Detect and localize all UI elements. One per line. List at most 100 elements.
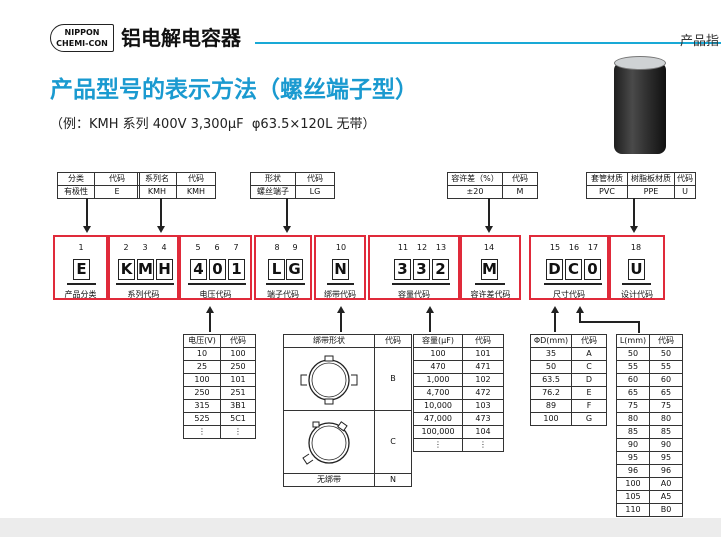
code-char: M bbox=[137, 259, 154, 280]
position-number: 1 bbox=[78, 243, 84, 252]
category-value: 有极性 bbox=[57, 185, 95, 199]
code-char: 3 bbox=[394, 259, 411, 280]
page-title: 产品型号的表示方法（螺丝端子型） bbox=[50, 77, 418, 103]
table-cell: 47,000 bbox=[413, 412, 463, 426]
table-cell: N bbox=[374, 473, 412, 487]
code-box-terminal: 8 9 L G 端子代码 bbox=[254, 235, 312, 300]
code-box-size: 15 16 17 D C 0 尺寸代码 bbox=[529, 235, 609, 300]
series-code-header: 代码 bbox=[176, 172, 216, 186]
table-cell: 1,000 bbox=[413, 373, 463, 387]
example-text: （例：KMH 系列 400V 3,300μF φ63.5×120L 无带） bbox=[50, 117, 376, 132]
table-cell: C bbox=[571, 360, 607, 374]
series-value: KMH bbox=[137, 185, 177, 199]
position-number: 12 bbox=[416, 243, 428, 252]
code-char: M bbox=[481, 259, 498, 280]
table-header-cell: 绑带形状 bbox=[283, 334, 375, 348]
table-cell: B bbox=[374, 347, 412, 411]
code-char: 0 bbox=[584, 259, 601, 280]
table-cell: 55 bbox=[616, 360, 650, 374]
table-header-cell: 代码 bbox=[220, 334, 256, 348]
code-box-label: 系列代码 bbox=[127, 290, 160, 299]
arrow-down-icon bbox=[157, 226, 165, 233]
arrow-line bbox=[286, 198, 288, 226]
arrow-up-icon bbox=[576, 306, 584, 313]
arrow-line bbox=[209, 312, 211, 332]
arrow-line bbox=[429, 312, 431, 332]
code-char: 2 bbox=[432, 259, 449, 280]
code-char: D bbox=[546, 259, 563, 280]
arrow-line bbox=[160, 198, 162, 226]
table-cell: 76.2 bbox=[530, 386, 572, 400]
table-header-cell: ΦD(mm) bbox=[530, 334, 572, 348]
table-cell: 10,000 bbox=[413, 399, 463, 413]
table-cell: 101 bbox=[220, 373, 256, 387]
arrow-line bbox=[633, 198, 635, 226]
code-char: C bbox=[565, 259, 582, 280]
table-cell: 75 bbox=[616, 399, 650, 413]
position-number: 7 bbox=[233, 243, 239, 252]
code-box-tolerance: 14 M 容许差代码 bbox=[460, 235, 521, 300]
position-number: 10 bbox=[335, 243, 347, 252]
table-cell: 100,000 bbox=[413, 425, 463, 439]
shape-header: 形状 bbox=[250, 172, 296, 186]
code-char: 1 bbox=[228, 259, 245, 280]
category-code: E bbox=[94, 185, 140, 199]
arrow-down-icon bbox=[630, 226, 638, 233]
table-cell: 85 bbox=[649, 425, 683, 439]
table-row: C bbox=[283, 410, 412, 474]
code-underline bbox=[392, 283, 450, 285]
table-cell: 无绑带 bbox=[283, 473, 375, 487]
tolerance-header: 容许差（%） bbox=[447, 172, 503, 186]
position-number: 15 bbox=[549, 243, 561, 252]
table-cell: ⋮ bbox=[220, 425, 256, 439]
code-underline bbox=[544, 283, 602, 285]
code-underline bbox=[475, 283, 505, 285]
table-cell: 35 bbox=[530, 347, 572, 361]
table-cell: 4,700 bbox=[413, 386, 463, 400]
table-cell: 65 bbox=[649, 386, 683, 400]
table-cell: 315 bbox=[183, 399, 221, 413]
table-cell: 250 bbox=[183, 386, 221, 400]
capacitor-top-image bbox=[614, 56, 666, 70]
table-cell: 104 bbox=[462, 425, 504, 439]
table-cell: 50 bbox=[649, 347, 683, 361]
code-box-capacity: 11 12 13 3 3 2 容量代码 bbox=[368, 235, 460, 300]
series-header: 系列名 bbox=[137, 172, 177, 186]
band-clamp-b-icon bbox=[300, 355, 358, 405]
position-number: 3 bbox=[142, 243, 148, 252]
table-header-cell: 容量(μF) bbox=[413, 334, 463, 348]
table-cell: 60 bbox=[616, 373, 650, 387]
code-underline bbox=[622, 283, 651, 285]
code-char: 4 bbox=[190, 259, 207, 280]
arrow-down-icon bbox=[485, 226, 493, 233]
category-header: 分类 bbox=[57, 172, 95, 186]
table-cell: 63.5 bbox=[530, 373, 572, 387]
header-rule bbox=[255, 42, 721, 44]
table-cell: 85 bbox=[616, 425, 650, 439]
position-number: 18 bbox=[630, 243, 642, 252]
shape-value: 螺丝端子 bbox=[250, 185, 296, 199]
table-cell: 103 bbox=[462, 399, 504, 413]
table-row: ⋮⋮ bbox=[413, 438, 504, 452]
table-cell: D bbox=[571, 373, 607, 387]
series-code: KMH bbox=[176, 185, 216, 199]
